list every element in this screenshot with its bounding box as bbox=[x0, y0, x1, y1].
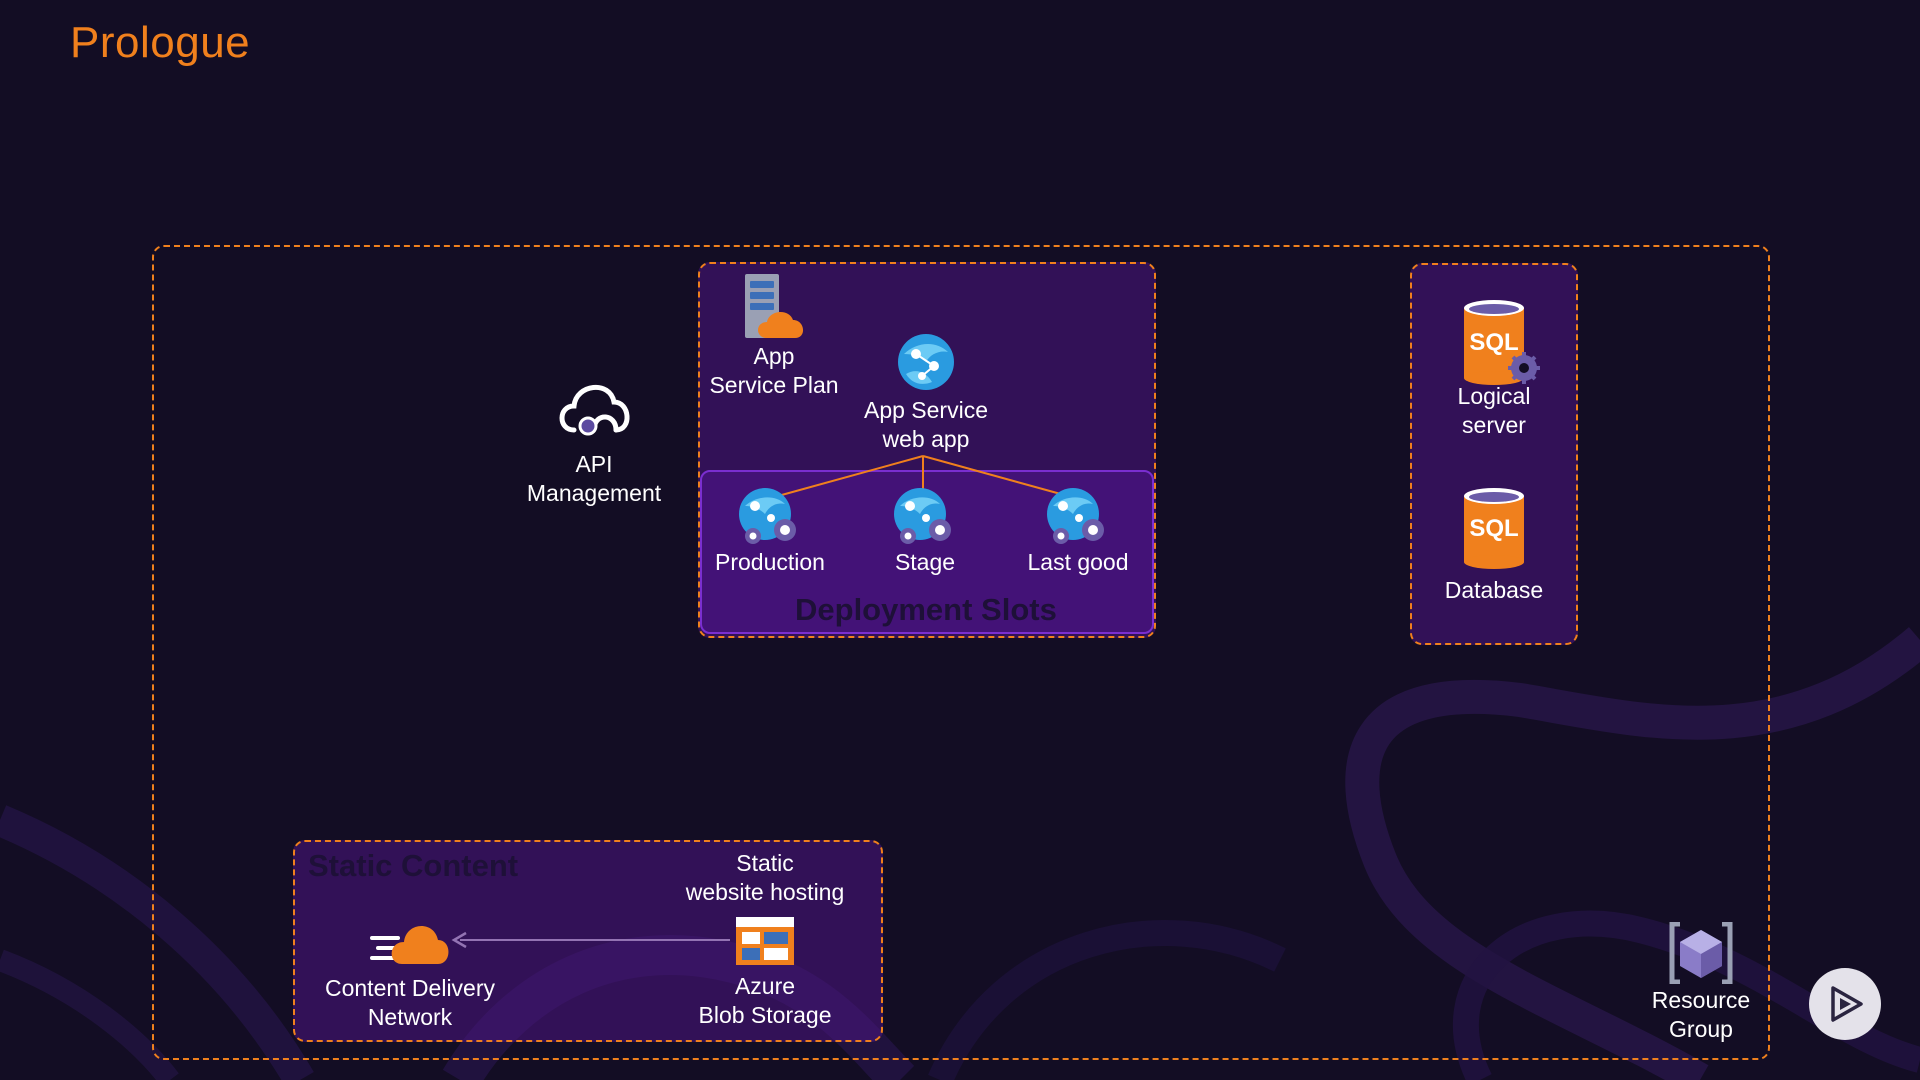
logical-server-label: Logical server bbox=[1457, 383, 1531, 438]
api-management-label: API Management bbox=[526, 451, 662, 506]
slot-production-label: Production bbox=[715, 549, 825, 575]
globe-gear-icon bbox=[894, 488, 951, 544]
deployment-slots-label: Deployment Slots bbox=[795, 592, 1057, 627]
api-management[interactable]: API Management bbox=[508, 372, 680, 508]
slot-stage-label: Stage bbox=[894, 549, 956, 575]
sql-server-icon: SQL bbox=[1464, 300, 1540, 385]
app-service-plan-icon bbox=[745, 274, 804, 338]
static-website-hosting-label-wrap: Static website hosting bbox=[680, 849, 850, 907]
static-content-label: Static Content bbox=[308, 848, 519, 883]
app-service-web-app[interactable]: App Service web app bbox=[848, 332, 1004, 454]
database-label: Database bbox=[1444, 577, 1544, 603]
slot-stage[interactable]: Stage bbox=[855, 486, 995, 577]
cdn-label: Content Delivery Network bbox=[324, 975, 496, 1030]
slot-last-good-label: Last good bbox=[1027, 549, 1129, 575]
static-website-hosting-label: Static website hosting bbox=[685, 850, 845, 905]
resource-group-label: Resource Group bbox=[1651, 987, 1751, 1042]
logical-server[interactable]: SQL Logical server bbox=[1420, 298, 1568, 440]
app-service-plan-label: App Service Plan bbox=[709, 343, 839, 398]
resource-group-boundary bbox=[152, 245, 1770, 1060]
cloud-api-icon bbox=[559, 384, 630, 436]
play-icon bbox=[1831, 986, 1863, 1022]
slot-production[interactable]: Production bbox=[700, 486, 840, 577]
play-button[interactable] bbox=[1809, 968, 1881, 1040]
sql-server-icon-text: SQL bbox=[1469, 329, 1518, 356]
blob-storage-label: Azure Blob Storage bbox=[698, 973, 832, 1028]
globe-gear-icon bbox=[1047, 488, 1104, 544]
app-service-group bbox=[698, 262, 1156, 638]
azure-blob-storage[interactable]: Azure Blob Storage bbox=[690, 916, 840, 1030]
globe-icon bbox=[898, 334, 954, 390]
globe-gear-icon bbox=[739, 488, 796, 544]
resource-group-icon bbox=[1669, 922, 1733, 984]
database[interactable]: SQL Database bbox=[1420, 486, 1568, 605]
resource-group[interactable]: Resource Group bbox=[1630, 922, 1772, 1044]
page-title: Prologue bbox=[70, 18, 251, 67]
slot-last-good[interactable]: Last good bbox=[1008, 486, 1148, 577]
blob-storage-icon bbox=[736, 917, 794, 965]
sql-database-icon: SQL bbox=[1464, 488, 1524, 569]
content-delivery-network[interactable]: Content Delivery Network bbox=[310, 912, 510, 1032]
web-app-label: App Service web app bbox=[863, 397, 988, 452]
sql-database-icon-text: SQL bbox=[1469, 515, 1518, 542]
app-service-plan[interactable]: App Service Plan bbox=[700, 272, 848, 400]
cdn-cloud-icon bbox=[370, 925, 449, 964]
